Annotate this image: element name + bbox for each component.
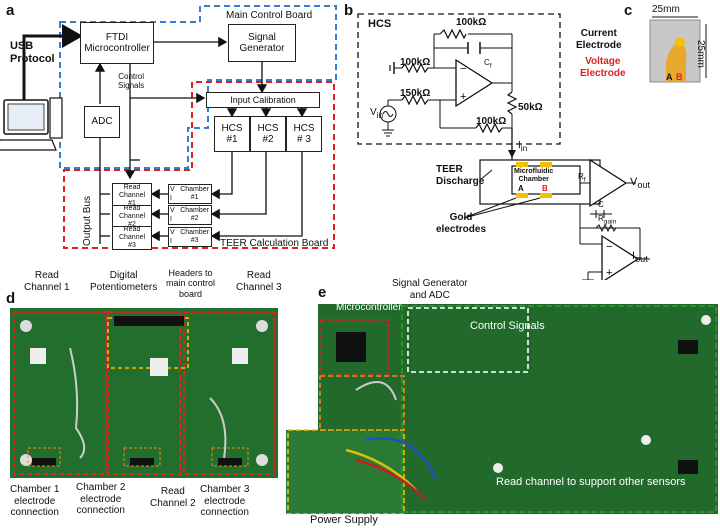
- read-channel-3-label: Read Channel 3: [236, 270, 282, 293]
- chamber-2-box: Chamber #2: [168, 205, 212, 225]
- r50-label: 50kΩ: [518, 102, 543, 113]
- dim-horizontal: 25mm: [652, 4, 680, 15]
- cf-label: Cf: [484, 58, 492, 70]
- headers-label: Headers to main control board: [166, 268, 216, 299]
- sensor-chip: [649, 16, 707, 83]
- chip-b-label: B: [676, 72, 683, 82]
- signal-generator-box: Signal Generator: [228, 24, 296, 62]
- v-label-1: V: [170, 186, 175, 193]
- chamber-1-connection-label: Chamber 1 electrode connection: [10, 484, 60, 518]
- microcontroller-label: Microcontroller: [336, 302, 402, 313]
- panel-letter-a: a: [6, 2, 15, 19]
- svg-text:+: +: [606, 267, 612, 279]
- read-channel-1-label: Read Channel 1: [24, 270, 70, 293]
- read-channel-2-box: Read Channel #2: [112, 205, 152, 229]
- i-label-1: I: [170, 195, 172, 202]
- electrode-a-label: A: [518, 184, 524, 193]
- svg-text:−: −: [460, 63, 466, 75]
- control-signals-photo-label: Control Signals: [470, 320, 545, 332]
- chamber-3-box: Chamber #3: [168, 227, 212, 247]
- panel-b-circuit: − + − +: [357, 13, 650, 280]
- svg-text:−: −: [606, 241, 612, 253]
- usb-protocol-label: USB Protocol: [10, 40, 55, 65]
- vin-label: Vin: [370, 107, 384, 120]
- v-label-3: V: [170, 229, 175, 236]
- hcs3-box: HCS # 3: [286, 116, 322, 152]
- v-label-2: V: [170, 207, 175, 214]
- c2-label: C: [598, 200, 604, 209]
- chamber-2-connection-label: Chamber 2 electrode connection: [76, 482, 126, 516]
- computer-icon: [0, 97, 63, 151]
- chamber-1-box: Chamber #1: [168, 184, 212, 204]
- teer-discharge-label: TEER Discharge: [436, 164, 485, 187]
- iin-label: Iin: [518, 140, 528, 153]
- panel-a-diagram: [0, 5, 337, 249]
- r150-label: 150kΩ: [400, 88, 431, 99]
- signal-generator-adc-label: Signal Generator and ADC: [392, 278, 468, 301]
- ftdi-box: FTDI Microcontroller: [80, 22, 154, 64]
- panel-letter-e: e: [318, 284, 327, 301]
- teer-board-label: TEER Calculation Board: [220, 238, 329, 249]
- rgain-label: Rgain: [598, 214, 617, 226]
- gold-electrodes-label: Gold electrodes: [436, 212, 487, 235]
- panel-letter-d: d: [6, 290, 16, 307]
- chip-a-label: A: [666, 72, 673, 82]
- dim-vertical: 25mm: [695, 40, 706, 68]
- i-label-3: I: [170, 238, 172, 245]
- microfluidic-chamber-label: Microfluidic Chamber: [514, 168, 554, 184]
- main-control-board-label: Main Control Board: [226, 10, 313, 21]
- control-signals-label: Control Signals: [118, 72, 145, 91]
- panel-letter-c: c: [624, 2, 633, 19]
- hcs-label: HCS: [368, 18, 392, 30]
- read-channel-3-box: Read Channel #3: [112, 226, 152, 250]
- output-bus-label: Output Bus: [82, 195, 93, 246]
- voltage-electrode-label: Voltage Electrode: [580, 56, 626, 79]
- current-electrode-label: Current Electrode: [576, 28, 622, 51]
- power-supply-label: Power Supply: [310, 514, 378, 526]
- pcb-photo-e: [286, 300, 718, 514]
- i-label-2: I: [170, 216, 172, 223]
- iout-label: Iout: [632, 250, 648, 265]
- vout-label: Vout: [630, 176, 651, 191]
- svg-text:+: +: [460, 91, 466, 103]
- rf-label: Rf: [578, 172, 586, 184]
- panel-letter-b: b: [344, 2, 354, 19]
- r100-bottom-label: 100kΩ: [476, 116, 507, 127]
- digital-potentiometers-label: Digital Potentiometers: [90, 270, 158, 293]
- read-channel-photo-label: Read channel to support other sensors: [496, 476, 686, 488]
- r100-in-label: 100kΩ: [400, 57, 431, 68]
- adc-box: ADC: [84, 106, 120, 138]
- r100-top-label: 100kΩ: [456, 17, 487, 28]
- hcs1-box: HCS #1: [214, 116, 250, 152]
- electrode-b-label: B: [542, 184, 548, 193]
- read-channel-1-box: Read Channel #1: [112, 183, 152, 209]
- hcs2-box: HCS #2: [250, 116, 286, 152]
- pcb-photo-d: [10, 308, 278, 478]
- read-channel-2-label: Read Channel 2: [150, 486, 196, 509]
- input-calibration-box: Input Calibration: [206, 92, 320, 108]
- chamber-3-connection-label: Chamber 3 electrode connection: [200, 484, 250, 518]
